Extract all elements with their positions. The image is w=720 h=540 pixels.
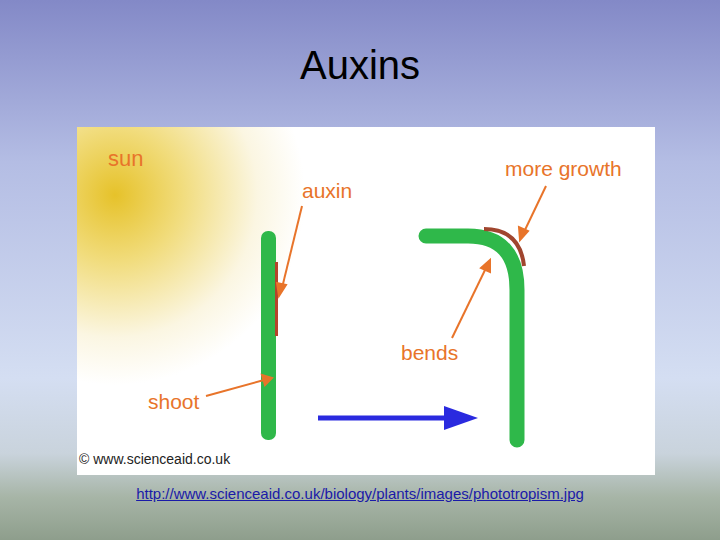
leader-arrowhead <box>519 227 528 240</box>
copyright-note: © www.scienceaid.co.uk <box>79 451 230 467</box>
leader-line <box>282 206 302 288</box>
auxin-zone <box>275 262 278 336</box>
auxin-label: auxin <box>302 179 352 203</box>
leader-arrowhead <box>481 260 490 272</box>
bent-shoot <box>426 236 517 440</box>
leader-line <box>206 380 264 396</box>
straight-shoot <box>261 231 276 440</box>
sun-glow <box>77 127 655 475</box>
change-arrow <box>318 416 448 421</box>
slide-title: Auxins <box>0 42 720 88</box>
change-arrowhead <box>444 406 478 430</box>
leader-arrowhead <box>277 283 286 296</box>
sun-label: sun <box>108 146 143 171</box>
leader-line <box>524 186 546 232</box>
source-link: http://www.scienceaid.co.uk/biology/plan… <box>0 485 720 502</box>
image-panel <box>77 127 655 475</box>
leader-line <box>452 268 486 338</box>
leader-arrowhead <box>262 375 272 385</box>
shoot-label: shoot <box>148 390 199 414</box>
bends-label: bends <box>401 341 458 365</box>
growth-label: more growth <box>505 157 622 181</box>
